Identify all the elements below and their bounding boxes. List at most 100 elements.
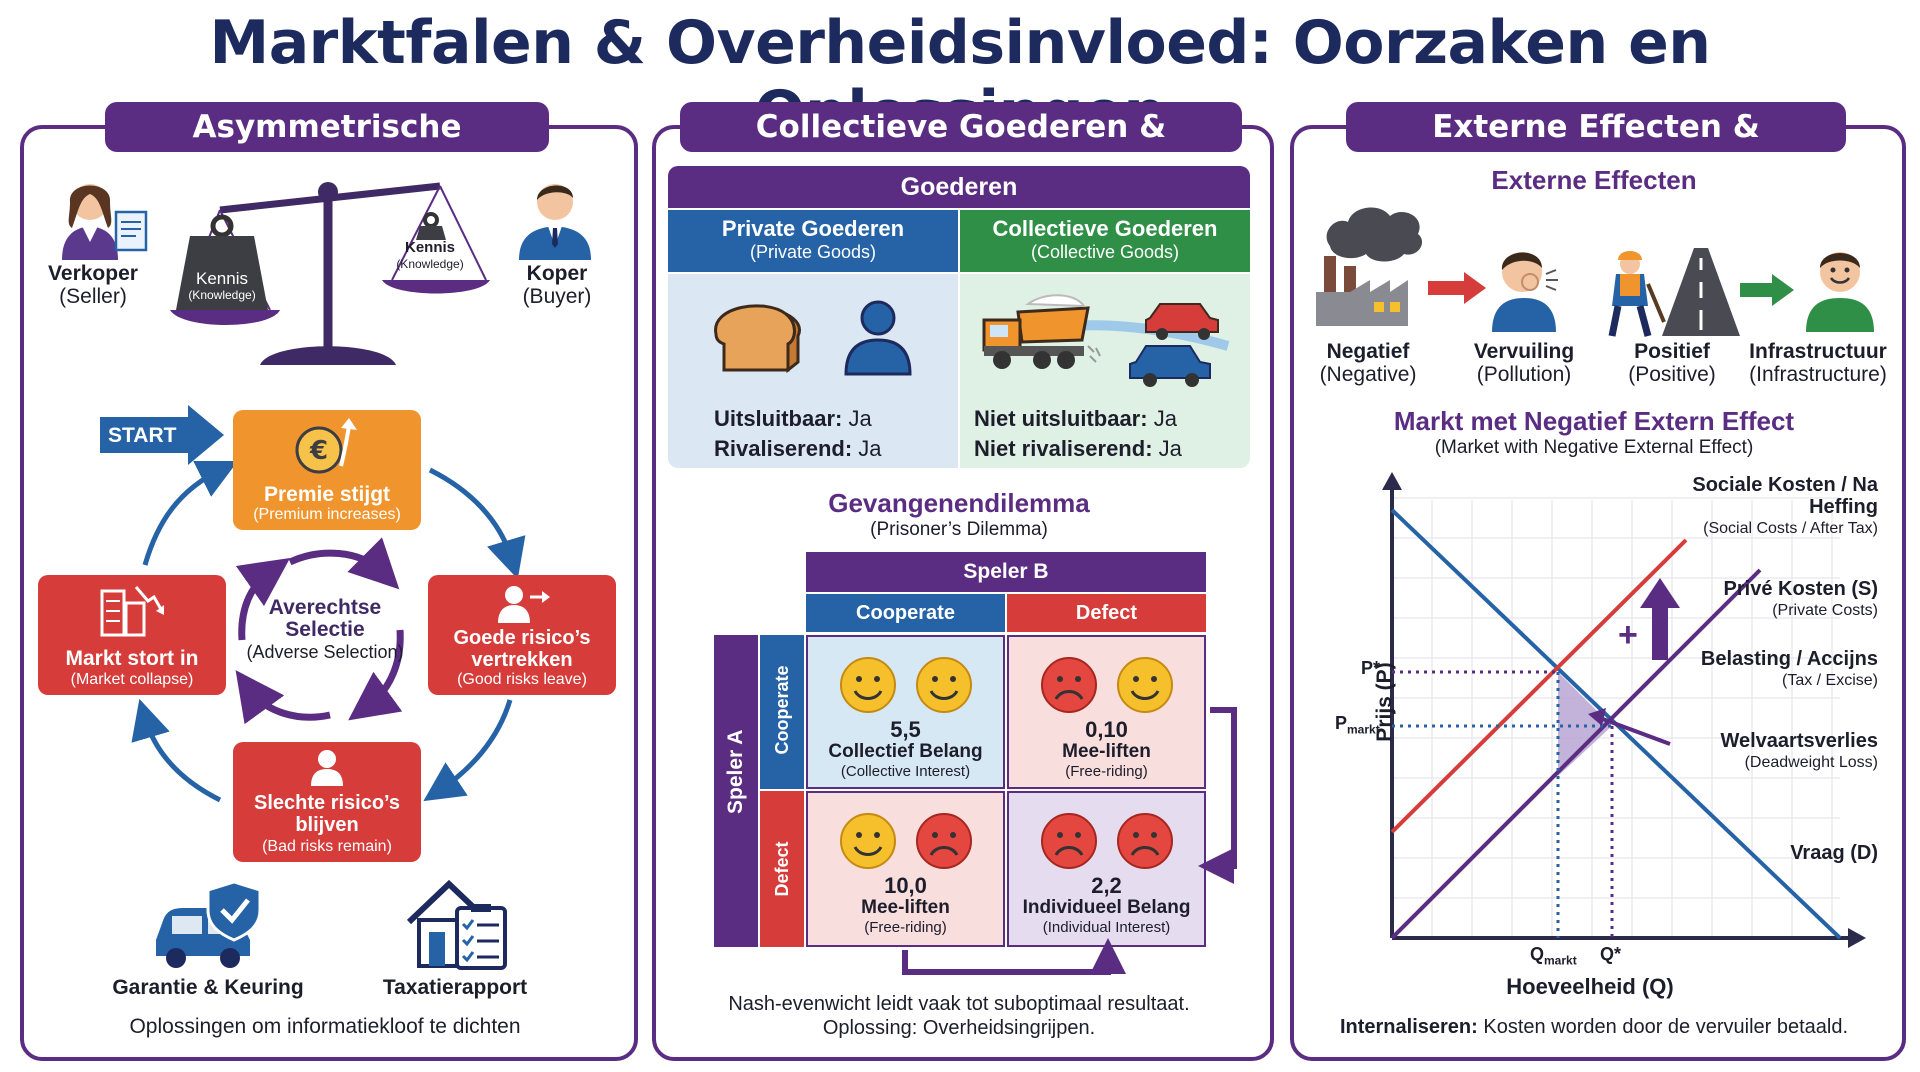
panel1-footer: Oplossingen om informatiekloof te dichte… — [129, 1015, 521, 1038]
deadweight-pointer — [1599, 716, 1671, 746]
deadweight-pointer-head — [1588, 708, 1606, 726]
annotation-deadweight-loss: Welvaartsverlies (Deadweight Loss) — [1720, 730, 1878, 771]
payoff-cell-cc: 5,5 Collectief Belang (Collective Intere… — [806, 635, 1005, 789]
y-tick-pmarkt: Pmarkt — [1335, 713, 1380, 737]
payoff-label-en: (Free-riding) — [1065, 763, 1148, 780]
seller-icon — [62, 184, 148, 260]
solution-appraisal: Taxatierapport — [382, 976, 528, 999]
payoff-label: Individueel Belang — [1022, 897, 1191, 918]
icon-label-negative: Negatief(Negative) — [1319, 340, 1417, 386]
euro-coin-icon: € — [295, 418, 357, 474]
adverse-selection-label: Averechtse Selectie (Adverse Selection) — [246, 596, 404, 663]
series-label-demand: Vraag (D) — [1790, 842, 1878, 864]
solution-warranty: Garantie & Keuring — [112, 976, 304, 999]
col-cooperate: Cooperate — [806, 594, 1005, 632]
green-arrow-icon — [1740, 274, 1794, 306]
series-label-social-costs: Sociale Kosten / Na Heffing (Social Cost… — [1692, 474, 1878, 537]
icon-label-infrastructure: Infrastructuur(Infrastructure) — [1749, 340, 1887, 386]
panel3-header: Externe Effecten & Marktmodel — [1346, 102, 1846, 195]
panel2-footer: Nash-evenwicht leidt vaak tot suboptimaa… — [728, 993, 1190, 1039]
x-axis-label: Hoeveelheid (Q) — [1506, 974, 1674, 999]
row-defect-bar — [760, 791, 804, 947]
happy-face-icon — [916, 657, 972, 713]
goods-table: Goederen Private Goederen (Private Goods… — [668, 166, 1250, 468]
start-label: START — [108, 424, 177, 447]
step-label: Premie stijgt — [263, 483, 391, 506]
sad-face-icon — [1041, 813, 1097, 869]
payoff-cell-cd: 0,10 Mee-liften (Free-riding) — [1007, 635, 1206, 789]
panel3-footer: Internaliseren: Kosten worden door de ve… — [1339, 1016, 1849, 1038]
payoff-value: 10,0 — [884, 873, 927, 898]
payoff-label-en: (Collective Interest) — [840, 763, 971, 780]
step-label-en: (Good risks leave) — [457, 671, 587, 688]
private-goods-header: Private Goederen (Private Goods) — [668, 210, 958, 272]
happy-face-icon — [840, 813, 896, 869]
step-bad-risks-remain: Slechte risico’s blijven (Bad risks rema… — [233, 742, 421, 862]
private-properties: Uitsluitbaar: Ja Rivaliserend: Ja — [714, 406, 882, 461]
y-tick-pstar: P* — [1361, 658, 1381, 678]
payoff-value: 5,5 — [890, 717, 921, 742]
sad-face-icon — [1117, 813, 1173, 869]
row-cooperate: Cooperate — [772, 665, 792, 755]
nash-arrows — [902, 707, 1237, 975]
series-label-private-costs: Privé Kosten (S) (Private Costs) — [1723, 578, 1878, 619]
deadweight-loss-area — [1558, 672, 1612, 776]
private-cost-line — [1390, 568, 1762, 940]
icon-label-pollution: Vervuiling(Pollution) — [1473, 340, 1575, 386]
goods-header: Goederen — [668, 166, 1250, 208]
sad-face-icon — [916, 813, 972, 869]
weight-right-label: Kennis (Knowledge) — [396, 239, 464, 272]
col-defect: Defect — [1007, 594, 1206, 632]
person-leaving-icon — [498, 586, 550, 623]
building-collapse-icon — [100, 586, 164, 637]
payoff-value: 2,2 — [1091, 873, 1122, 898]
y-axis-arrow — [1382, 472, 1402, 490]
red-arrow-icon — [1428, 272, 1486, 304]
tax-arrow-shaft — [1652, 604, 1668, 660]
weight-left-label: Kennis (Knowledge) — [188, 269, 256, 302]
payoff-cell-dd: 2,2 Individueel Belang (Individual Inter… — [1007, 791, 1206, 947]
seller-label: Verkoper(Seller) — [48, 262, 138, 308]
y-axis-label: Prijs (P) — [1373, 662, 1396, 742]
icon-label-positive: Positief(Positive) — [1628, 340, 1716, 386]
step-label: Slechte risico’s blijven — [254, 792, 400, 836]
panel1-header: Asymmetrische Informatie — [105, 102, 549, 195]
truck-cars-icon — [982, 294, 1230, 387]
house-report-icon — [406, 879, 507, 970]
cycle-arrows — [131, 461, 526, 803]
player-b-header: Speler B — [806, 552, 1206, 592]
external-effects-title: Externe Effecten — [1491, 165, 1697, 195]
happy-person-icon — [1806, 252, 1874, 332]
x-tick-qmarkt: Qmarkt — [1530, 944, 1577, 968]
step-label: Markt stort in — [65, 647, 199, 670]
factory-icon — [1316, 207, 1423, 326]
step-label-en: (Premium increases) — [253, 506, 401, 523]
x-tick-qstar: Q* — [1600, 944, 1622, 964]
buyer-label: Koper(Buyer) — [522, 262, 592, 308]
payoff-label: Mee-liften — [1062, 741, 1151, 762]
step-premium-increases: € Premie stijgt (Premium increases) — [233, 410, 421, 530]
payoff-value: 0,10 — [1085, 717, 1128, 742]
start-arrow-icon — [100, 405, 224, 465]
tax-arrow-head — [1640, 578, 1680, 608]
step-label-en: (Market collapse) — [70, 671, 194, 688]
payoff-label: Mee-liften — [861, 897, 950, 918]
payoff-label-en: (Individual Interest) — [1042, 919, 1171, 936]
collective-goods-header: Collectieve Goederen (Collective Goods) — [960, 210, 1250, 272]
step-good-risks-leave: Goede risico’s vertrekken (Good risks le… — [428, 575, 616, 695]
step-label: Goede risico’s vertrekken — [453, 627, 591, 671]
happy-face-icon — [1117, 657, 1173, 713]
happy-face-icon — [840, 657, 896, 713]
sad-face-icon — [1041, 657, 1097, 713]
player-a-label: Speler A — [724, 729, 747, 814]
market-chart-title: Markt met Negatief Extern Effect (Market… — [1393, 406, 1795, 458]
x-axis-arrow — [1848, 928, 1866, 948]
buyer-icon — [519, 184, 591, 260]
step-market-collapse: Markt stort in (Market collapse) — [38, 575, 226, 695]
payoff-label: Collectief Belang — [828, 741, 983, 762]
row-cooperate-bar — [760, 635, 804, 789]
step-label-en: (Bad risks remain) — [262, 838, 392, 855]
collective-properties: Niet uitsluitbaar: Ja Niet rivaliserend:… — [974, 406, 1182, 461]
bread-icon — [714, 304, 801, 374]
road-worker-icon — [1608, 248, 1740, 337]
